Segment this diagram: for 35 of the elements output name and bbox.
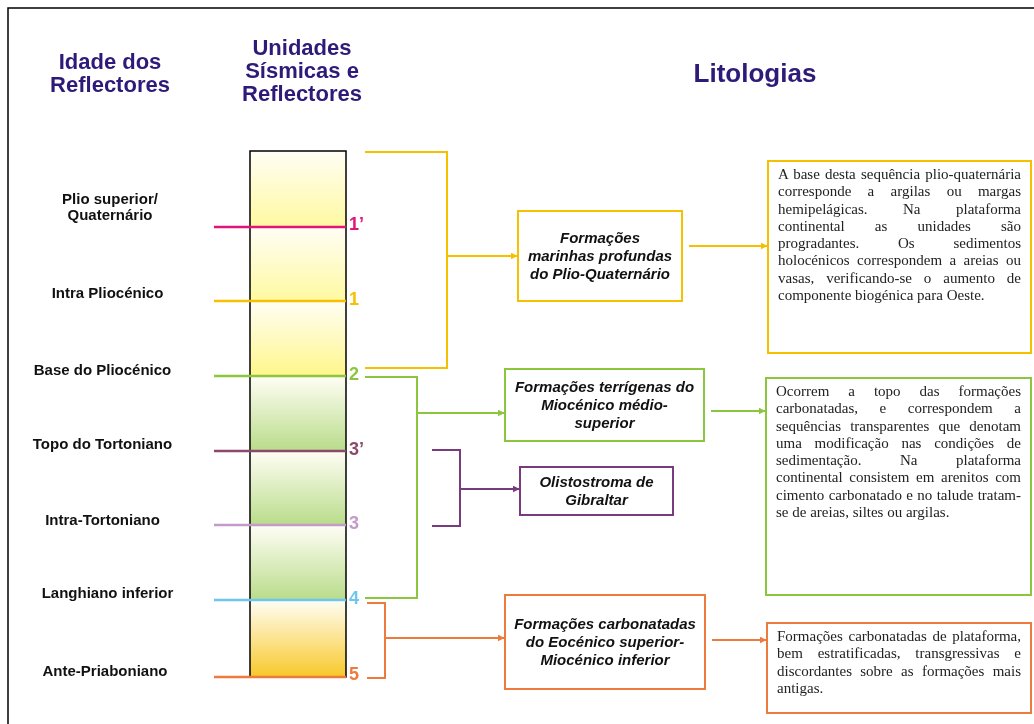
arrow	[711, 636, 767, 644]
reflector-age: Langhiano inferior	[40, 585, 175, 601]
bracket	[367, 602, 386, 679]
formation-box: Formações marinhas profundas do Plio-Quaternário	[517, 210, 683, 302]
reflector-number: 1	[349, 290, 360, 309]
description-box: A base desta sequência plio-quaternária corresponde a argilas ou margas hemipelágicas. Na plataforma continental as unidades são progradantes. Os sedimentos holocénicos correspondem a areias ou vasas, verificando-se o aumento de componente biogénica para Oeste.	[767, 160, 1032, 354]
reflector-age: Plio superior/ Quaternário	[61, 191, 159, 223]
bracket	[365, 376, 418, 599]
reflector-age: Ante-Priaboniano	[41, 663, 169, 679]
reflector-number: 2	[349, 365, 360, 384]
formation-box: Formações terrígenas do Miocénico médio-superior	[504, 368, 705, 442]
reflector-number: 3	[349, 514, 360, 533]
reflector-number: 4	[349, 589, 360, 608]
reflector-number: 1’	[349, 215, 365, 234]
arrow	[710, 407, 766, 415]
column-heading: Unidades Sísmicas e Reflectores	[241, 36, 363, 105]
arrow	[688, 242, 768, 250]
bracket	[432, 449, 461, 527]
reflector-age: Topo do Tortoniano	[31, 436, 174, 452]
reflector-age: Base do Pliocénico	[32, 362, 173, 378]
arrow	[447, 252, 518, 260]
reflector-age: Intra Pliocénico	[50, 285, 165, 301]
description-box: Formações carbonatadas de plataforma, bem estratificadas, transgressivas e discordantes sobre as formações mais antigas.	[766, 622, 1032, 714]
arrow	[385, 634, 505, 642]
reflector-number: 5	[349, 665, 360, 684]
column-heading: Idade dos Reflectores	[49, 50, 171, 96]
arrow	[417, 409, 505, 417]
arrow	[460, 485, 520, 493]
formation-box: Olistostroma de Gibraltar	[519, 466, 674, 516]
reflector-number: 3’	[349, 440, 365, 459]
bracket	[365, 151, 448, 369]
description-box: Ocorrem a topo das formações carbonatadas, e correspondem a sequências transparentes que denotam uma modificação nas condições de sedimentação. Na plataforma continental consistem em arenitos com cimento carbonatado e no talude tratam-se de areias, siltes ou argilas.	[765, 377, 1032, 596]
reflector-age: Intra-Tortoniano	[44, 512, 161, 528]
column-heading: Litologias	[692, 60, 818, 87]
formation-box: Formações carbonatadas do Eocénico superior-Miocénico inferior	[504, 594, 706, 690]
